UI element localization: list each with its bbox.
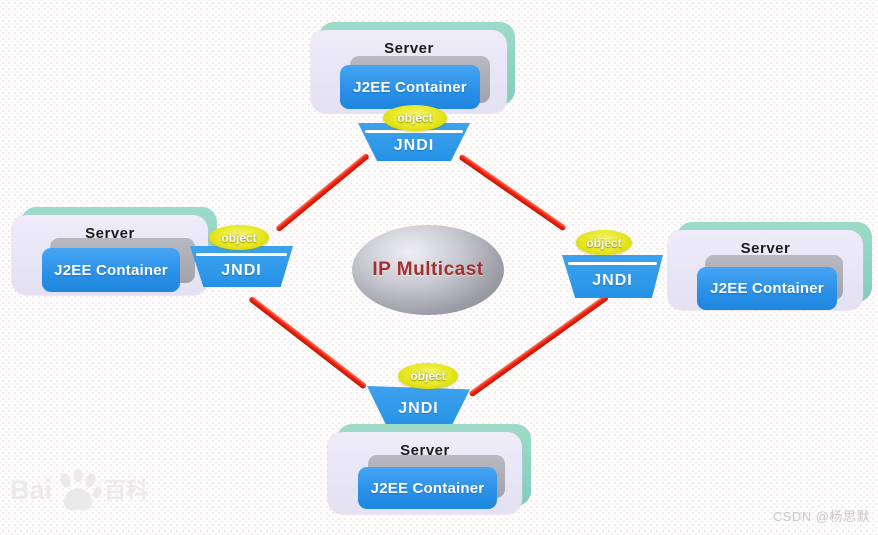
object-label-left: object	[221, 230, 257, 245]
j2ee-container-top: J2EE Container	[340, 65, 480, 109]
j2ee-container-label-top: J2EE Container	[353, 78, 467, 96]
j2ee-container-label-right: J2EE Container	[710, 280, 824, 297]
funnel-rim-left	[196, 253, 287, 256]
server-title-top: Server	[384, 40, 434, 57]
object-ellipse-right: object	[576, 230, 632, 255]
baidu-watermark-suffix: 百科	[104, 478, 149, 503]
j2ee-container-left: J2EE Container	[42, 248, 180, 292]
ip-multicast-ellipse: IP Multicast	[352, 225, 504, 315]
j2ee-container-label-left: J2EE Container	[54, 261, 168, 279]
server-group-left: Server J2EE Container	[12, 207, 218, 296]
server-title-right: Server	[740, 240, 791, 257]
object-ellipse-left: object	[209, 225, 269, 250]
object-label-right: object	[586, 235, 622, 250]
server-group-right: Server J2EE Container	[668, 222, 873, 311]
jndi-label-bottom: JNDI	[398, 400, 439, 417]
jndi-funnel-left: JNDI	[190, 246, 293, 287]
link-bottom-to-right	[468, 294, 610, 398]
link-left-to-top	[275, 152, 370, 233]
jndi-label-top: JNDI	[393, 137, 435, 154]
object-ellipse-bottom: object	[398, 363, 458, 389]
object-ellipse-top: object	[383, 105, 447, 131]
link-left-to-bottom	[248, 295, 368, 390]
j2ee-container-label-bottom: J2EE Container	[370, 479, 485, 497]
jndi-funnel-top: JNDI	[358, 123, 470, 161]
j2ee-container-right: J2EE Container	[697, 267, 837, 310]
ip-multicast-label: IP Multicast	[372, 259, 484, 280]
jndi-funnel-bottom: JNDI	[367, 386, 470, 428]
link-top-to-right	[458, 153, 567, 232]
funnel-rim-right	[568, 262, 657, 265]
object-label-top: object	[397, 111, 433, 125]
server-title-left: Server	[85, 225, 135, 242]
server-group-top: Server J2EE Container	[311, 22, 517, 114]
jndi-label-left: JNDI	[221, 261, 262, 279]
j2ee-container-bottom: J2EE Container	[358, 467, 497, 509]
jndi-label-right: JNDI	[592, 271, 633, 289]
funnel-rim-top	[364, 130, 464, 133]
jndi-funnel-right: JNDI	[562, 255, 663, 298]
baidu-watermark-text: Bai	[10, 475, 53, 505]
server-title-bottom: Server	[400, 442, 450, 459]
server-group-bottom: Server J2EE Container	[328, 424, 532, 515]
object-label-bottom: object	[410, 369, 446, 383]
baidu-baike-watermark: Bai 百科	[10, 466, 148, 512]
baidu-paw-icon	[60, 468, 102, 511]
csdn-watermark: CSDN @杨思默	[772, 509, 870, 524]
